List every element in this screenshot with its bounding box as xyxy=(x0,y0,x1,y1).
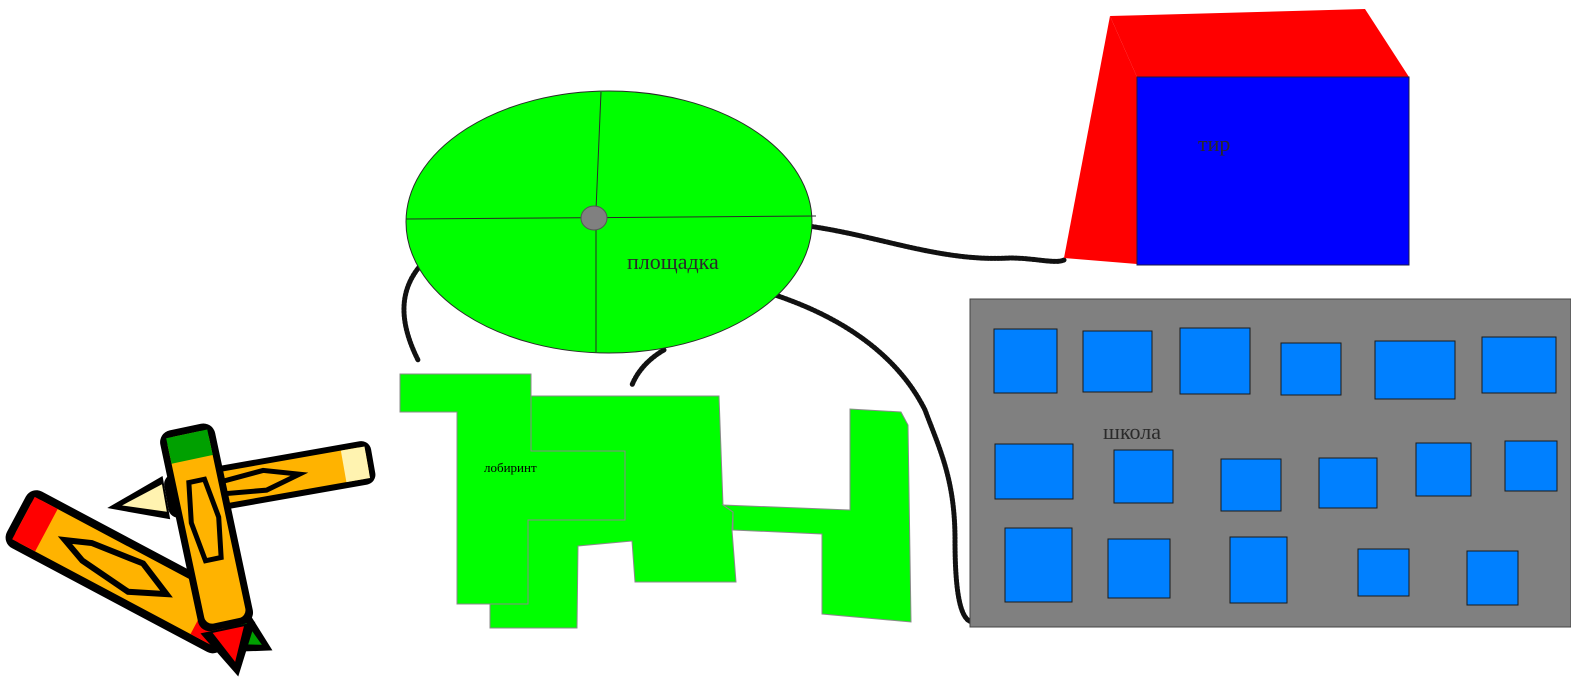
school-window xyxy=(1416,443,1471,496)
school-window xyxy=(1319,458,1377,508)
school-window xyxy=(1375,341,1455,399)
playground: площадка xyxy=(406,91,816,353)
playground-field xyxy=(406,91,812,353)
maze-block-right xyxy=(723,409,911,622)
crayons-icon xyxy=(1,421,377,682)
school-window xyxy=(1230,537,1287,603)
school-window xyxy=(1467,551,1518,605)
path-playground-to-maze-center xyxy=(632,350,664,385)
gym-label: тир xyxy=(1198,131,1230,156)
school-window xyxy=(1221,459,1281,511)
school-label: школа xyxy=(1103,419,1161,444)
path-playground-to-gym xyxy=(808,226,1064,261)
maze-label: лобиринт xyxy=(484,460,537,475)
school-window xyxy=(1505,441,1557,491)
school-window xyxy=(1114,450,1173,503)
playground-label: площадка xyxy=(627,249,719,274)
gym-building: тир xyxy=(1064,9,1409,265)
gym-roof xyxy=(1110,9,1409,77)
school-window xyxy=(995,444,1073,499)
school-window xyxy=(994,329,1057,393)
path-playground-to-maze-left xyxy=(404,266,420,360)
playground-center xyxy=(581,206,607,230)
school-window xyxy=(1358,549,1409,596)
school-window xyxy=(1083,331,1152,392)
maze: лобиринт xyxy=(400,374,911,628)
school-building: школа xyxy=(970,299,1571,627)
gym-front-wall xyxy=(1137,77,1409,265)
school-window xyxy=(1180,328,1250,394)
school-window xyxy=(1281,343,1341,395)
school-window xyxy=(1482,337,1556,393)
school-window xyxy=(1005,528,1072,602)
gym-side-wall xyxy=(1064,16,1137,264)
crayon-yellow xyxy=(103,439,377,529)
school-window xyxy=(1108,539,1170,598)
